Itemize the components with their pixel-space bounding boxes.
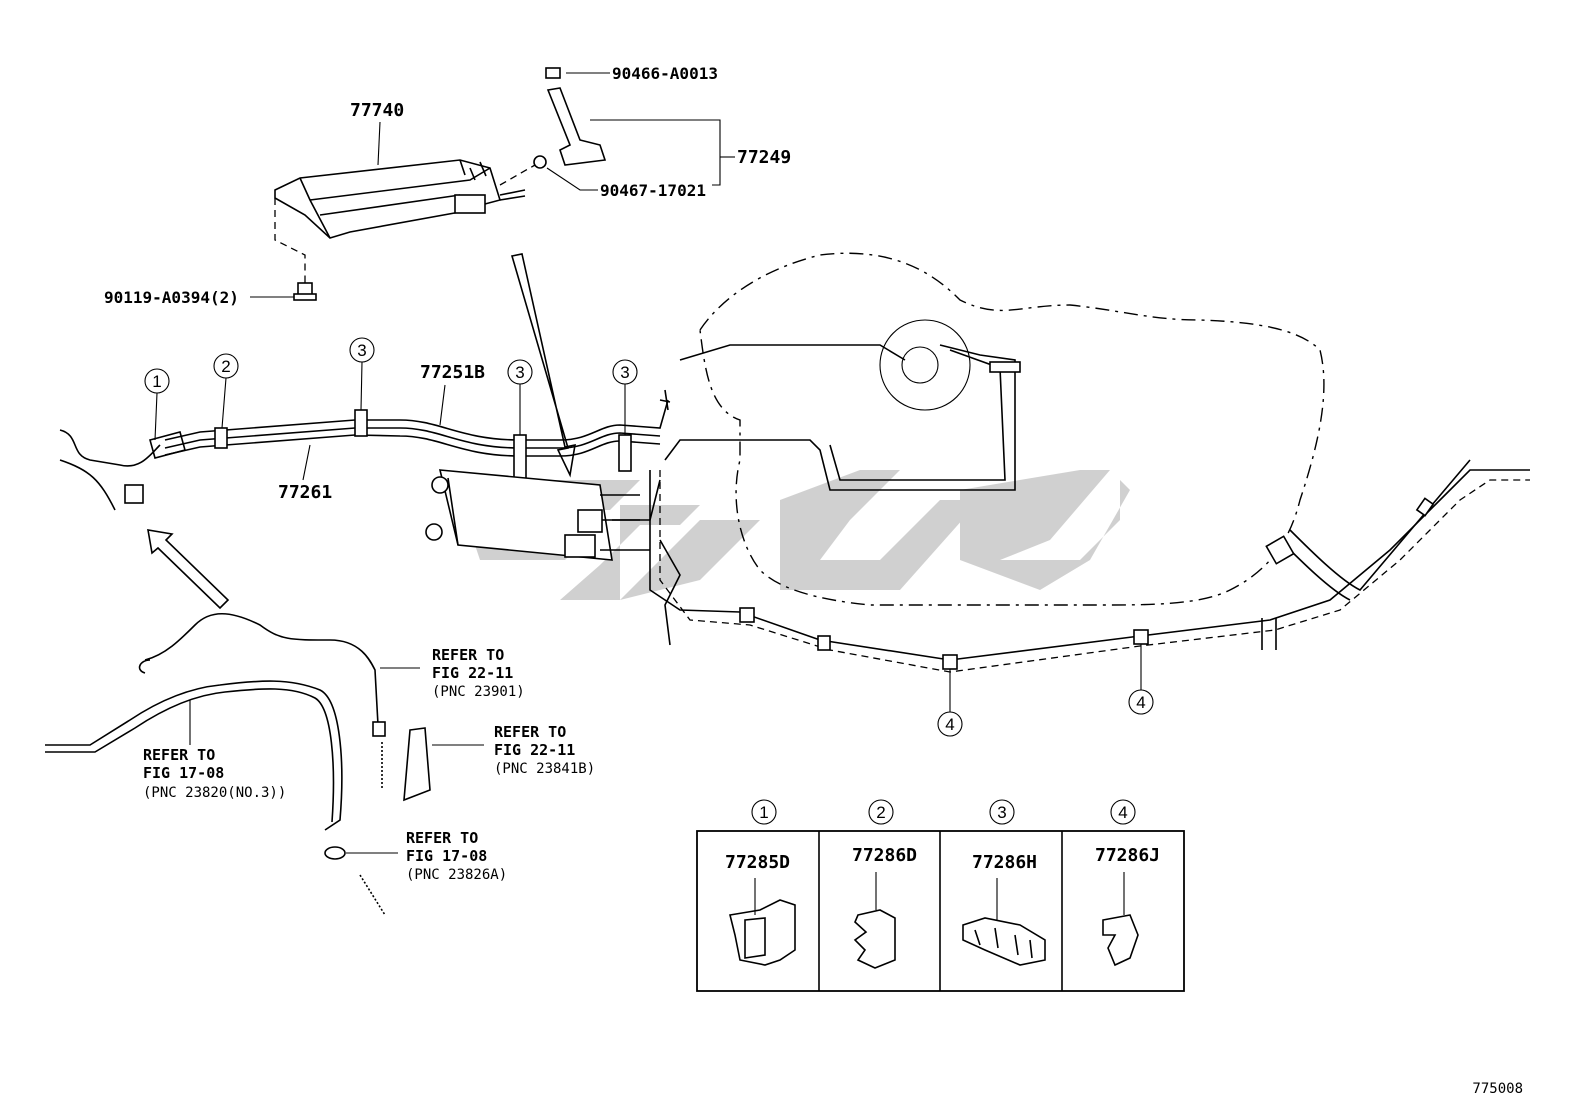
- svg-text:REFER TO: REFER TO: [406, 829, 478, 847]
- label-77740: 77740: [350, 100, 404, 121]
- svg-text:77285D: 77285D: [725, 852, 790, 873]
- label-90466: 90466-A0013: [612, 64, 718, 83]
- svg-text:3: 3: [515, 363, 524, 382]
- refer-pnc-23820: REFER TO FIG 17-08 (PNC 23820(NO.3)): [143, 746, 286, 801]
- callout-4-a: 4: [937, 711, 963, 737]
- svg-text:2: 2: [876, 803, 885, 822]
- hose-77249: [533, 67, 607, 169]
- svg-text:REFER TO: REFER TO: [143, 746, 215, 764]
- refer-pnc-23841b: REFER TO FIG 22-11 (PNC 23841B): [494, 723, 595, 777]
- clamp-col-4: 4 77286J: [1095, 799, 1160, 967]
- callout-1-a: 1: [144, 368, 170, 394]
- svg-text:2: 2: [221, 357, 230, 376]
- svg-text:FIG 17-08: FIG 17-08: [406, 847, 487, 865]
- canister-lower: [425, 469, 661, 561]
- label-90467: 90467-17021: [600, 181, 706, 200]
- callout-2-a: 2: [213, 353, 239, 379]
- svg-text:FIG 22-11: FIG 22-11: [494, 741, 575, 759]
- svg-text:(PNC 23901): (PNC 23901): [432, 684, 525, 700]
- svg-text:4: 4: [1136, 693, 1145, 712]
- label-77249: 77249: [737, 147, 791, 168]
- label-77251b: 77251B: [420, 362, 485, 383]
- svg-text:3: 3: [620, 363, 629, 382]
- callout-4-b: 4: [1128, 689, 1154, 715]
- callout-3-b: 3: [507, 359, 533, 385]
- svg-text:REFER TO: REFER TO: [432, 646, 504, 664]
- canister-77740: [274, 159, 526, 239]
- clamp-col-2: 2 77286D: [852, 799, 917, 969]
- svg-text:3: 3: [997, 803, 1006, 822]
- svg-text:(PNC 23841B): (PNC 23841B): [494, 761, 595, 777]
- svg-text:1: 1: [152, 372, 161, 391]
- document-number: 775008: [1472, 1081, 1523, 1097]
- hose-assembly: [59, 399, 669, 511]
- svg-text:FIG 22-11: FIG 22-11: [432, 664, 513, 682]
- label-90119: 90119-A0394(2): [104, 288, 239, 307]
- svg-text:REFER TO: REFER TO: [494, 723, 566, 741]
- label-77261: 77261: [278, 482, 332, 503]
- callout-3-c: 3: [612, 359, 638, 385]
- clamp-table: 1 77285D 2 77286D 3 77286H 4 77286J: [696, 799, 1185, 992]
- refer-pnc-23901: REFER TO FIG 22-11 (PNC 23901): [432, 646, 525, 700]
- svg-text:77286H: 77286H: [972, 852, 1037, 873]
- callout-3-a: 3: [349, 337, 375, 363]
- svg-text:4: 4: [945, 715, 954, 734]
- clamp-col-3: 3 77286H: [962, 799, 1046, 966]
- svg-text:1: 1: [759, 803, 768, 822]
- svg-text:(PNC 23826A): (PNC 23826A): [406, 867, 507, 883]
- svg-text:4: 4: [1118, 803, 1127, 822]
- svg-text:77286D: 77286D: [852, 845, 917, 866]
- clamp-col-1: 1 77285D: [725, 799, 796, 966]
- svg-text:3: 3: [357, 341, 366, 360]
- refer-pnc-23826a: REFER TO FIG 17-08 (PNC 23826A): [406, 829, 507, 883]
- svg-text:(PNC 23820(NO.3)): (PNC 23820(NO.3)): [143, 785, 286, 801]
- svg-text:77286J: 77286J: [1095, 845, 1160, 866]
- bolt-90119: [293, 282, 317, 301]
- svg-text:FIG 17-08: FIG 17-08: [143, 764, 224, 782]
